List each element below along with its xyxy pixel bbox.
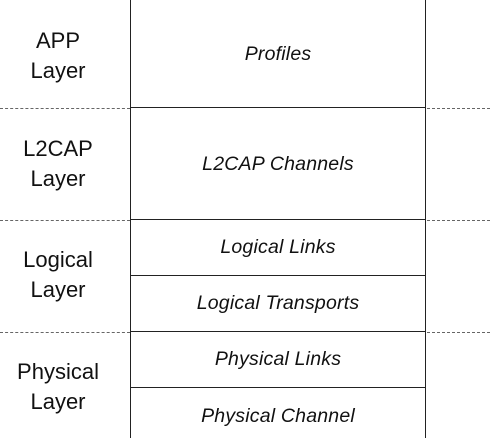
- layer-label-line: Logical: [23, 247, 93, 272]
- box-divider: [131, 219, 425, 220]
- layer-label-line: Layer: [30, 166, 86, 191]
- box-physical-links: Physical Links: [214, 348, 342, 370]
- box-l2cap-channels: L2CAP Channels: [202, 152, 354, 175]
- box-divider: [131, 107, 425, 108]
- box-divider: [131, 387, 425, 388]
- protocol-stack: Profiles L2CAP Channels Logical Links Lo…: [130, 0, 426, 438]
- layer-label-line: Physical: [17, 359, 99, 384]
- layer-divider-logical-physical-right: [427, 332, 490, 333]
- layer-divider-logical-physical-left: [0, 332, 130, 333]
- box-divider: [131, 331, 425, 332]
- layer-divider-app-l2cap-left: [0, 108, 130, 109]
- layer-label-l2cap: L2CAP Layer: [0, 134, 116, 194]
- layer-label-line: L2CAP: [23, 136, 93, 161]
- layer-divider-app-l2cap-right: [427, 108, 490, 109]
- box-logical-transports: Logical Transports: [196, 292, 360, 314]
- layer-label-app: APP Layer: [0, 26, 116, 86]
- layer-label-logical: Logical Layer: [0, 245, 116, 305]
- layer-divider-l2cap-logical-left: [0, 220, 130, 221]
- layer-label-line: APP: [35, 28, 81, 53]
- box-profiles: Profiles: [244, 42, 312, 65]
- layer-label-line: Layer: [30, 58, 86, 83]
- layer-divider-l2cap-logical-right: [427, 220, 490, 221]
- layer-label-line: Layer: [30, 389, 86, 414]
- box-physical-channel: Physical Channel: [201, 404, 355, 427]
- box-divider: [131, 275, 425, 276]
- layer-label-physical: Physical Layer: [0, 357, 116, 417]
- box-logical-links: Logical Links: [220, 236, 336, 258]
- layer-label-line: Layer: [30, 277, 86, 302]
